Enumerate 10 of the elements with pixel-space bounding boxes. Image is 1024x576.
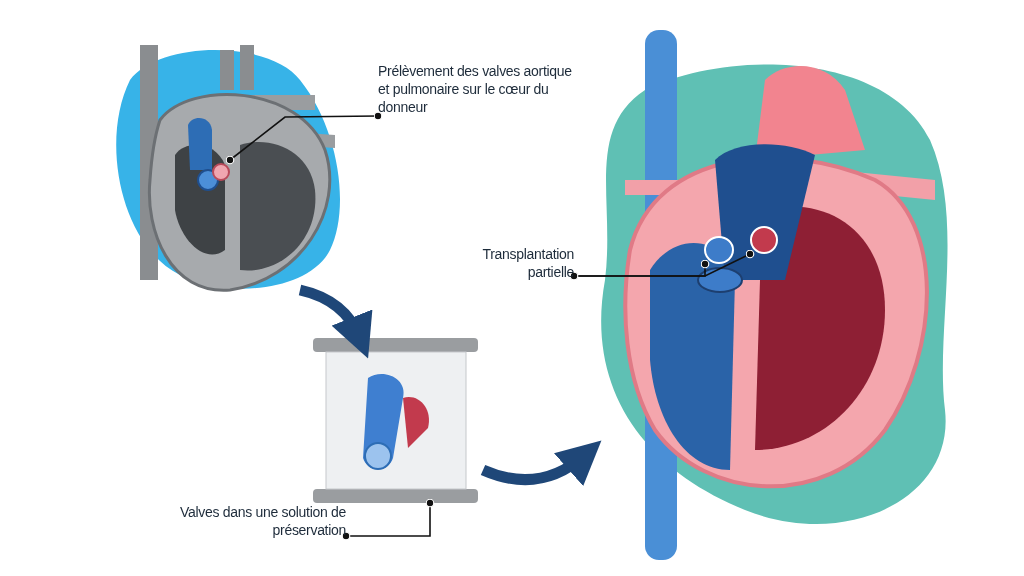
valve-drawing — [198, 160, 230, 192]
callout-text: Valves dans une solution de préservation — [170, 503, 346, 539]
leader-line — [569, 249, 755, 281]
curved-arrow — [480, 441, 602, 486]
callout-text: Prélèvement des valves aortique et pulmonaire sur le cœur du donneur — [378, 62, 573, 116]
leader-line — [341, 498, 435, 541]
leader-line — [225, 111, 383, 165]
callout-text: Transplantation partielle — [460, 245, 574, 281]
curved-arrow — [298, 284, 372, 359]
valve-drawing — [704, 236, 734, 264]
